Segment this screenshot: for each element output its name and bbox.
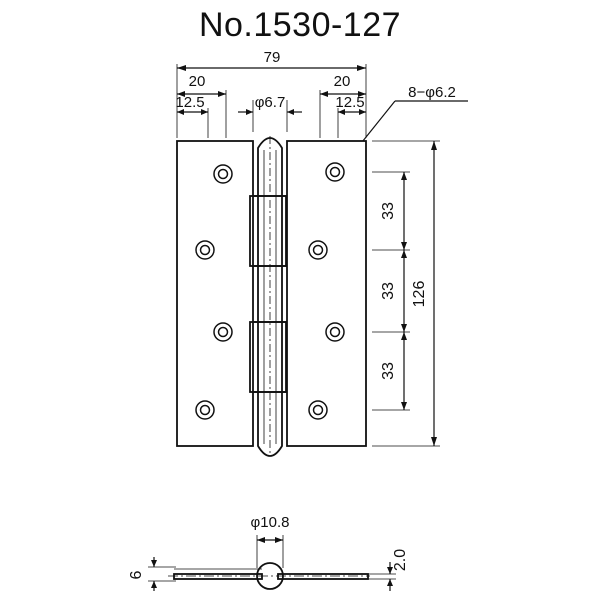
hole-right-1: [325, 162, 345, 182]
knuckle-diameter-label: φ10.8: [251, 514, 290, 531]
hole-right-2: [308, 240, 328, 260]
screw-holes: [195, 162, 345, 420]
side-knuckle: [256, 562, 284, 590]
side-left-plate: [173, 573, 263, 580]
hole-right-4: [308, 400, 328, 420]
side-right-plate: [277, 573, 369, 580]
left-offset-label: 12.5: [175, 94, 204, 111]
plate-thickness-label: 2.0: [392, 549, 409, 571]
spacing-3-label: 33: [380, 362, 397, 380]
hinge-side-view: φ10.8 6 2.0: [128, 514, 409, 591]
right-leaf: [286, 140, 367, 447]
hole-right-3: [325, 322, 345, 342]
right-edge-label: 20: [334, 73, 351, 90]
holes-label: 8−φ6.2: [408, 84, 456, 101]
knuckle-barrel: [249, 136, 287, 457]
hole-left-4: [195, 400, 215, 420]
hole-left-3: [213, 322, 233, 342]
left-leaf: [176, 140, 254, 447]
hole-left-1: [213, 164, 233, 184]
drawing-title: No.1530-127: [198, 6, 402, 44]
pin-diameter-label: φ6.7: [255, 94, 286, 111]
hole-left-2: [195, 240, 215, 260]
top-dimensions: 79 20 20 12.5 12.5 φ6.7 8−φ6.2: [175, 49, 468, 170]
right-offset-label: 12.5: [335, 94, 364, 111]
spacing-2-label: 33: [380, 282, 397, 300]
side-height-label: 6: [128, 570, 145, 579]
overall-height-label: 126: [411, 281, 428, 308]
overall-width-label: 79: [264, 49, 281, 66]
left-edge-label: 20: [189, 73, 206, 90]
hinge-front-view: [176, 136, 367, 457]
spacing-1-label: 33: [380, 202, 397, 220]
right-dimensions: 33 33 33 126: [372, 140, 440, 447]
